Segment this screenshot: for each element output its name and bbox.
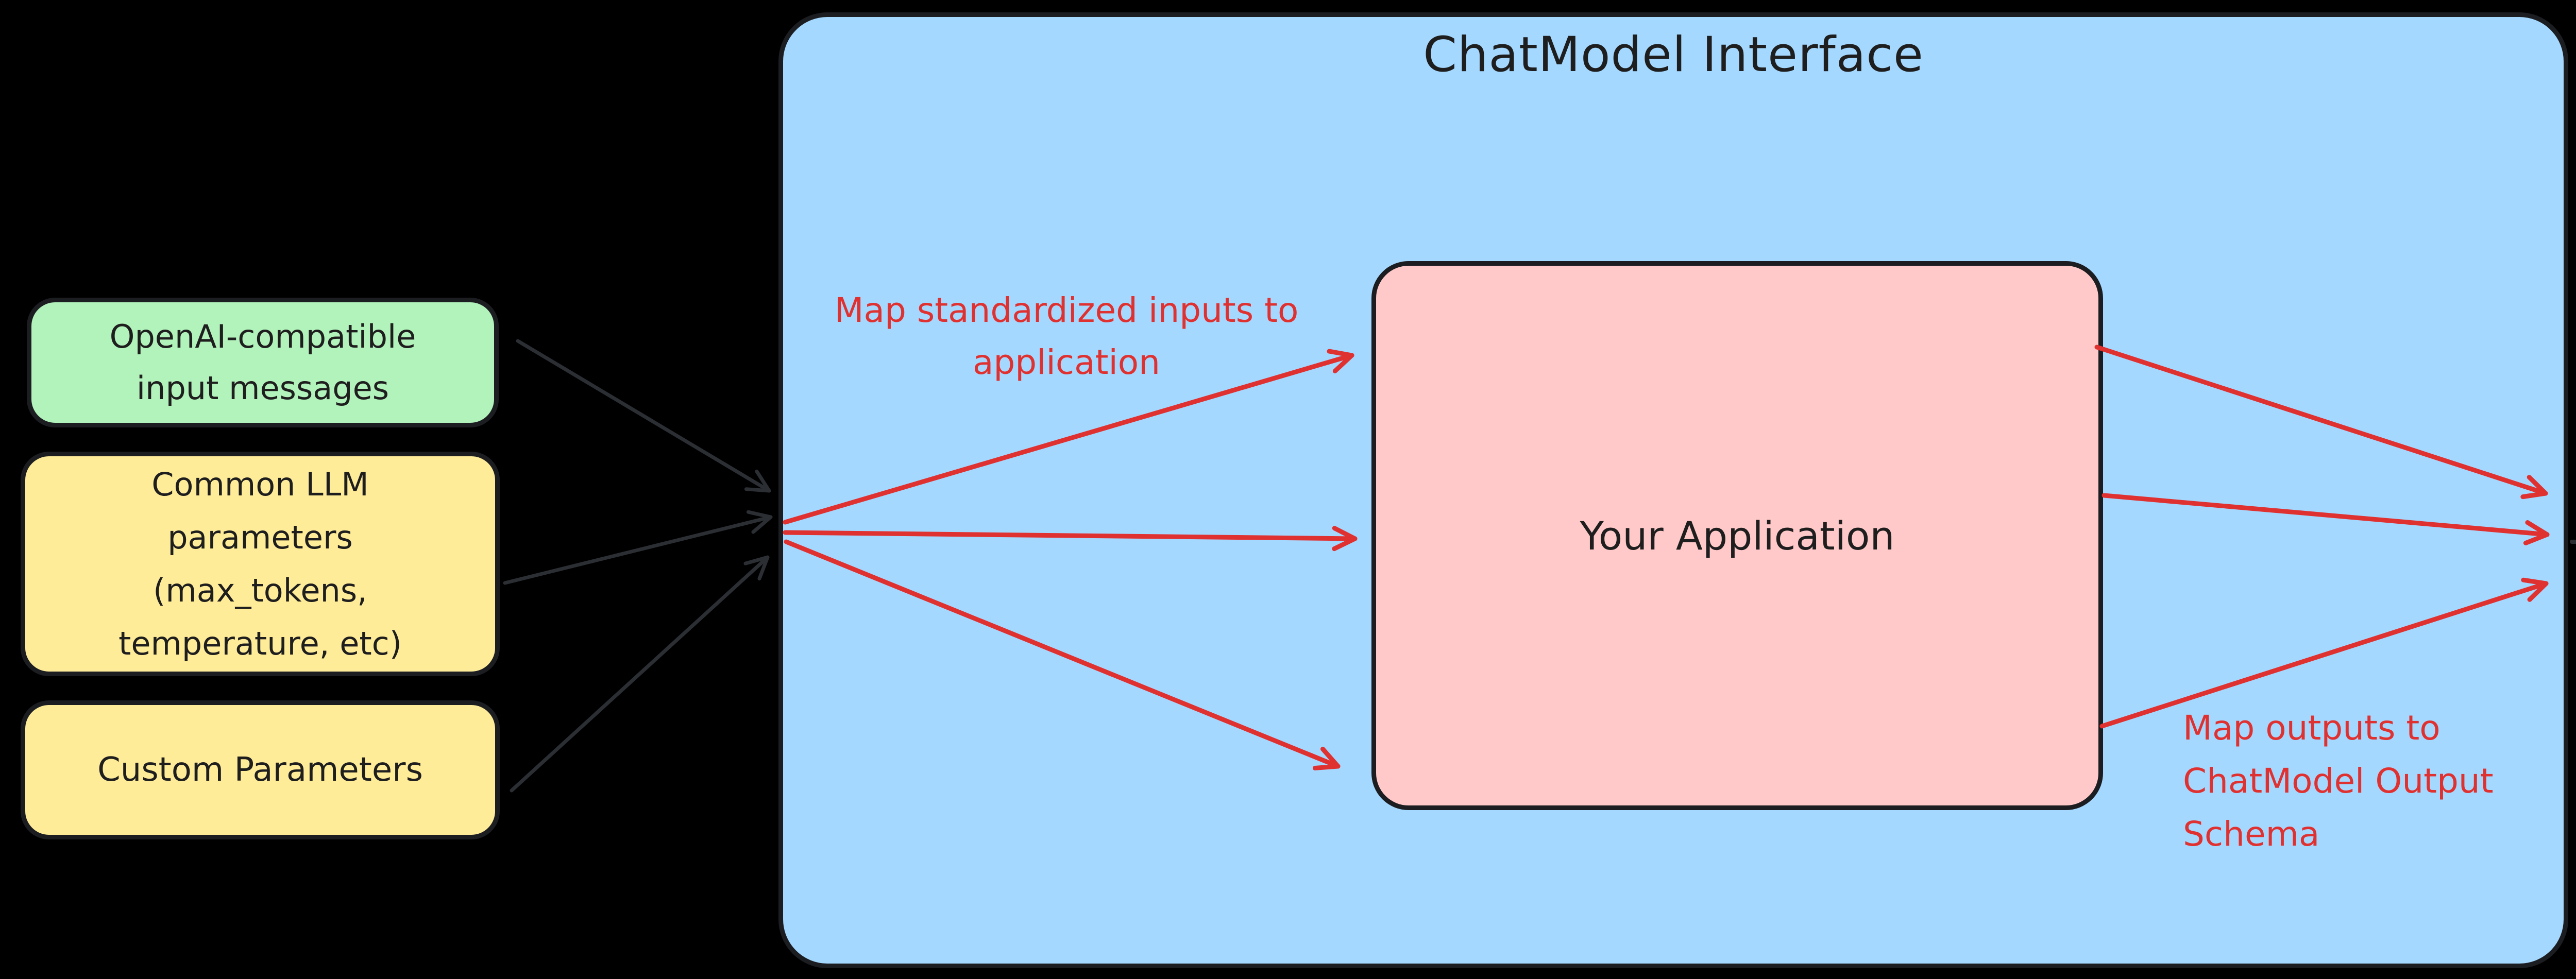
node-label-line: (max_tokens,	[153, 572, 367, 609]
node-your-application: Your Application	[1371, 261, 2103, 810]
annotation-line: ChatModel Output	[2183, 761, 2494, 801]
arrow-input-messages-to-interface	[516, 339, 771, 493]
node-label-line: input messages	[136, 369, 389, 407]
node-label-line: parameters	[167, 519, 353, 556]
annotation-line: Map outputs to	[2183, 708, 2441, 748]
annotation-line: Schema	[2183, 814, 2320, 854]
node-openai-input-messages: OpenAI-compatible input messages	[27, 298, 499, 427]
annotation-map-inputs: Map standardized inputs to application	[791, 284, 1342, 388]
node-label-line: temperature, etc)	[118, 625, 402, 662]
arrow-custom-parameters-to-interface	[510, 555, 770, 793]
node-label-line: Common LLM	[151, 466, 369, 503]
node-custom-parameters: Custom Parameters	[21, 700, 500, 839]
annotation-line: Map standardized inputs	[834, 290, 1254, 330]
diagram-title: ChatModel Interface	[1423, 27, 1924, 83]
annotation-map-outputs: Map outputs to ChatModel Output Schema	[2183, 701, 2574, 861]
node-label-line: Your Application	[1580, 512, 1895, 559]
arrow-llm-parameters-to-interface	[503, 510, 773, 585]
node-label-line: OpenAI-compatible	[109, 318, 416, 355]
node-common-llm-parameters: Common LLM parameters (max_tokens, tempe…	[21, 452, 500, 676]
node-label-line: Custom Parameters	[97, 751, 423, 789]
